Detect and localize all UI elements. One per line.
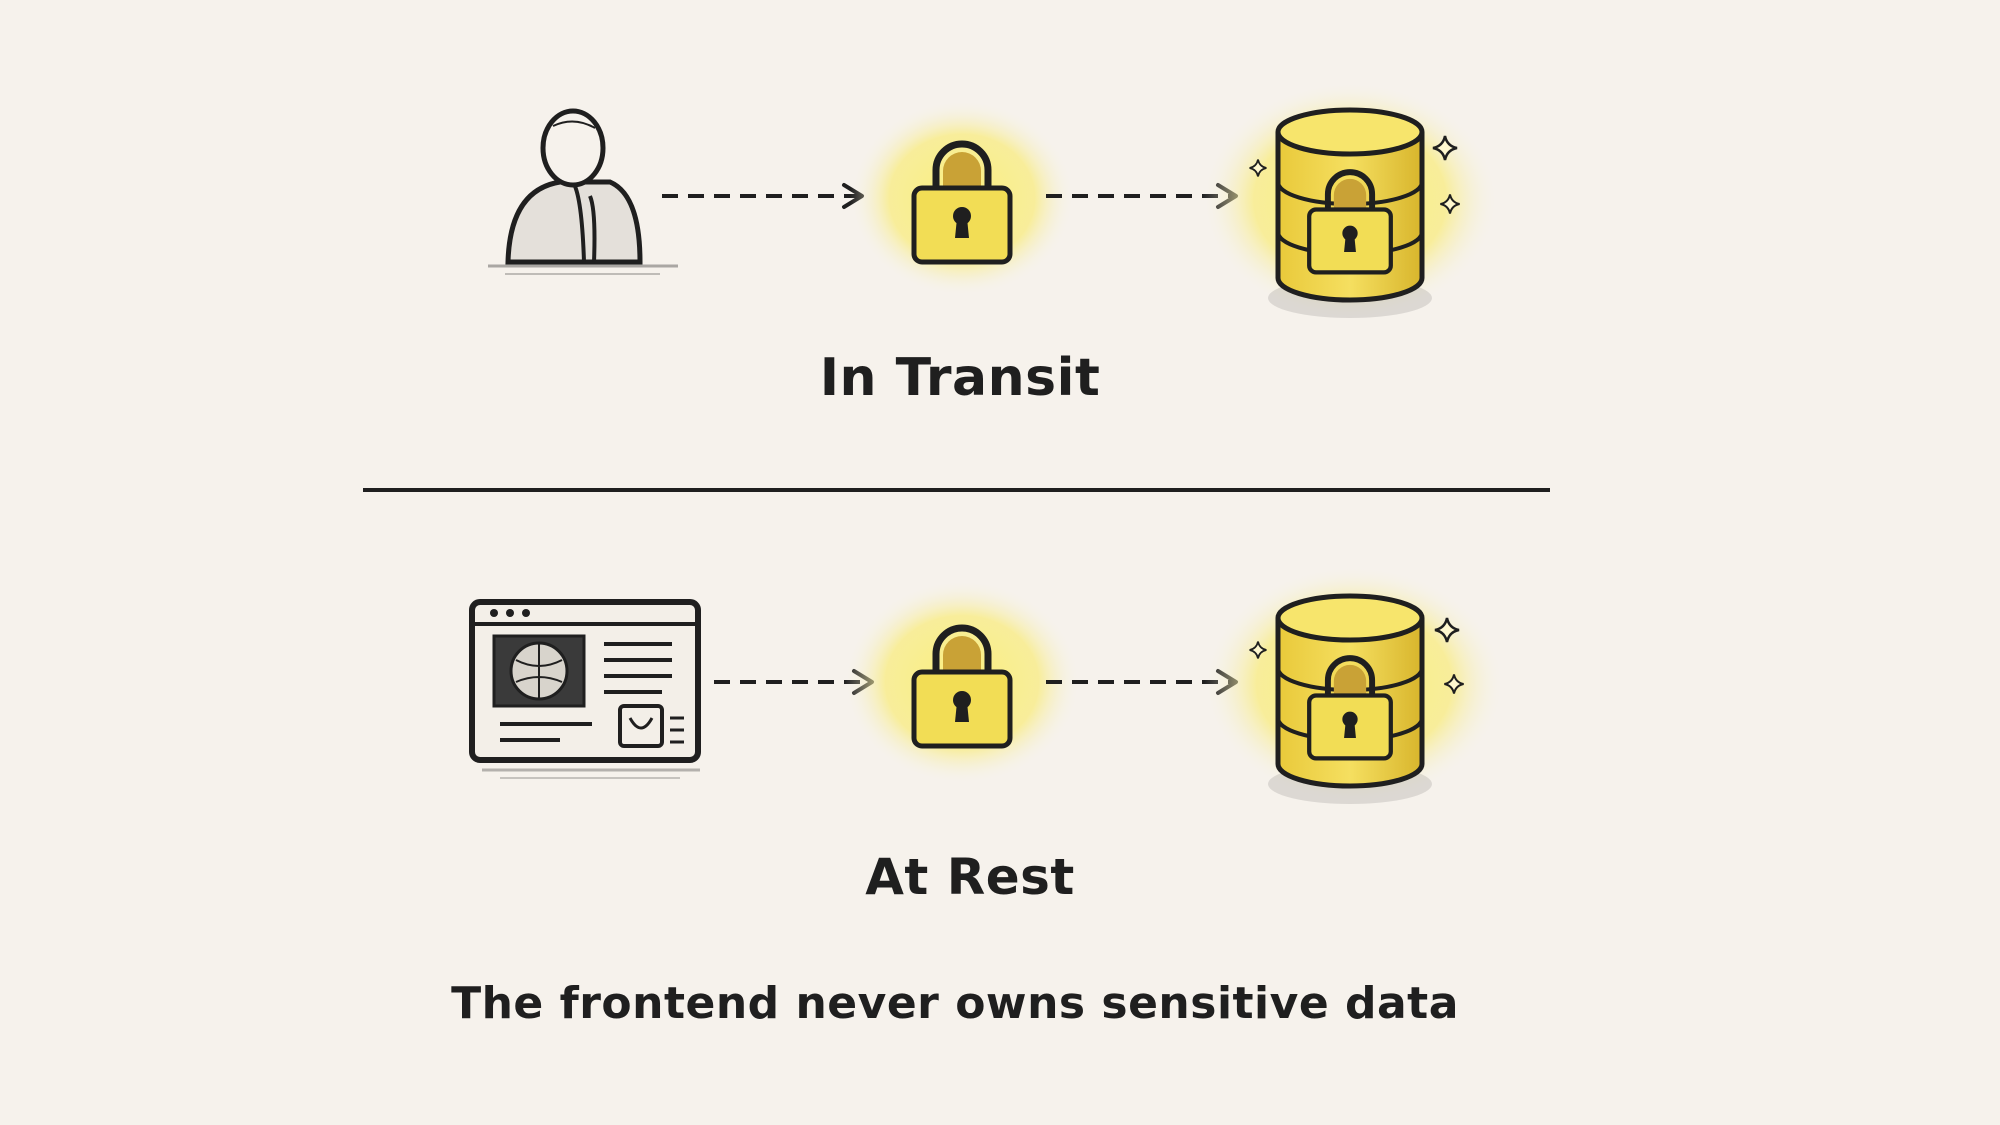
- encrypted-database-icon: [1204, 566, 1504, 804]
- in-transit-label: In Transit: [0, 348, 1960, 408]
- row-at-rest: [472, 566, 1504, 804]
- padlock-icon: [844, 580, 1080, 784]
- at-rest-label: At Rest: [0, 848, 1970, 906]
- padlock-icon: [850, 100, 1074, 296]
- browser-window-icon: [472, 602, 700, 778]
- encrypted-database-icon: [1202, 82, 1498, 318]
- user-icon: [488, 111, 678, 274]
- row-in-transit: [488, 82, 1498, 318]
- caption-text: The frontend never owns sensitive data: [0, 978, 1955, 1029]
